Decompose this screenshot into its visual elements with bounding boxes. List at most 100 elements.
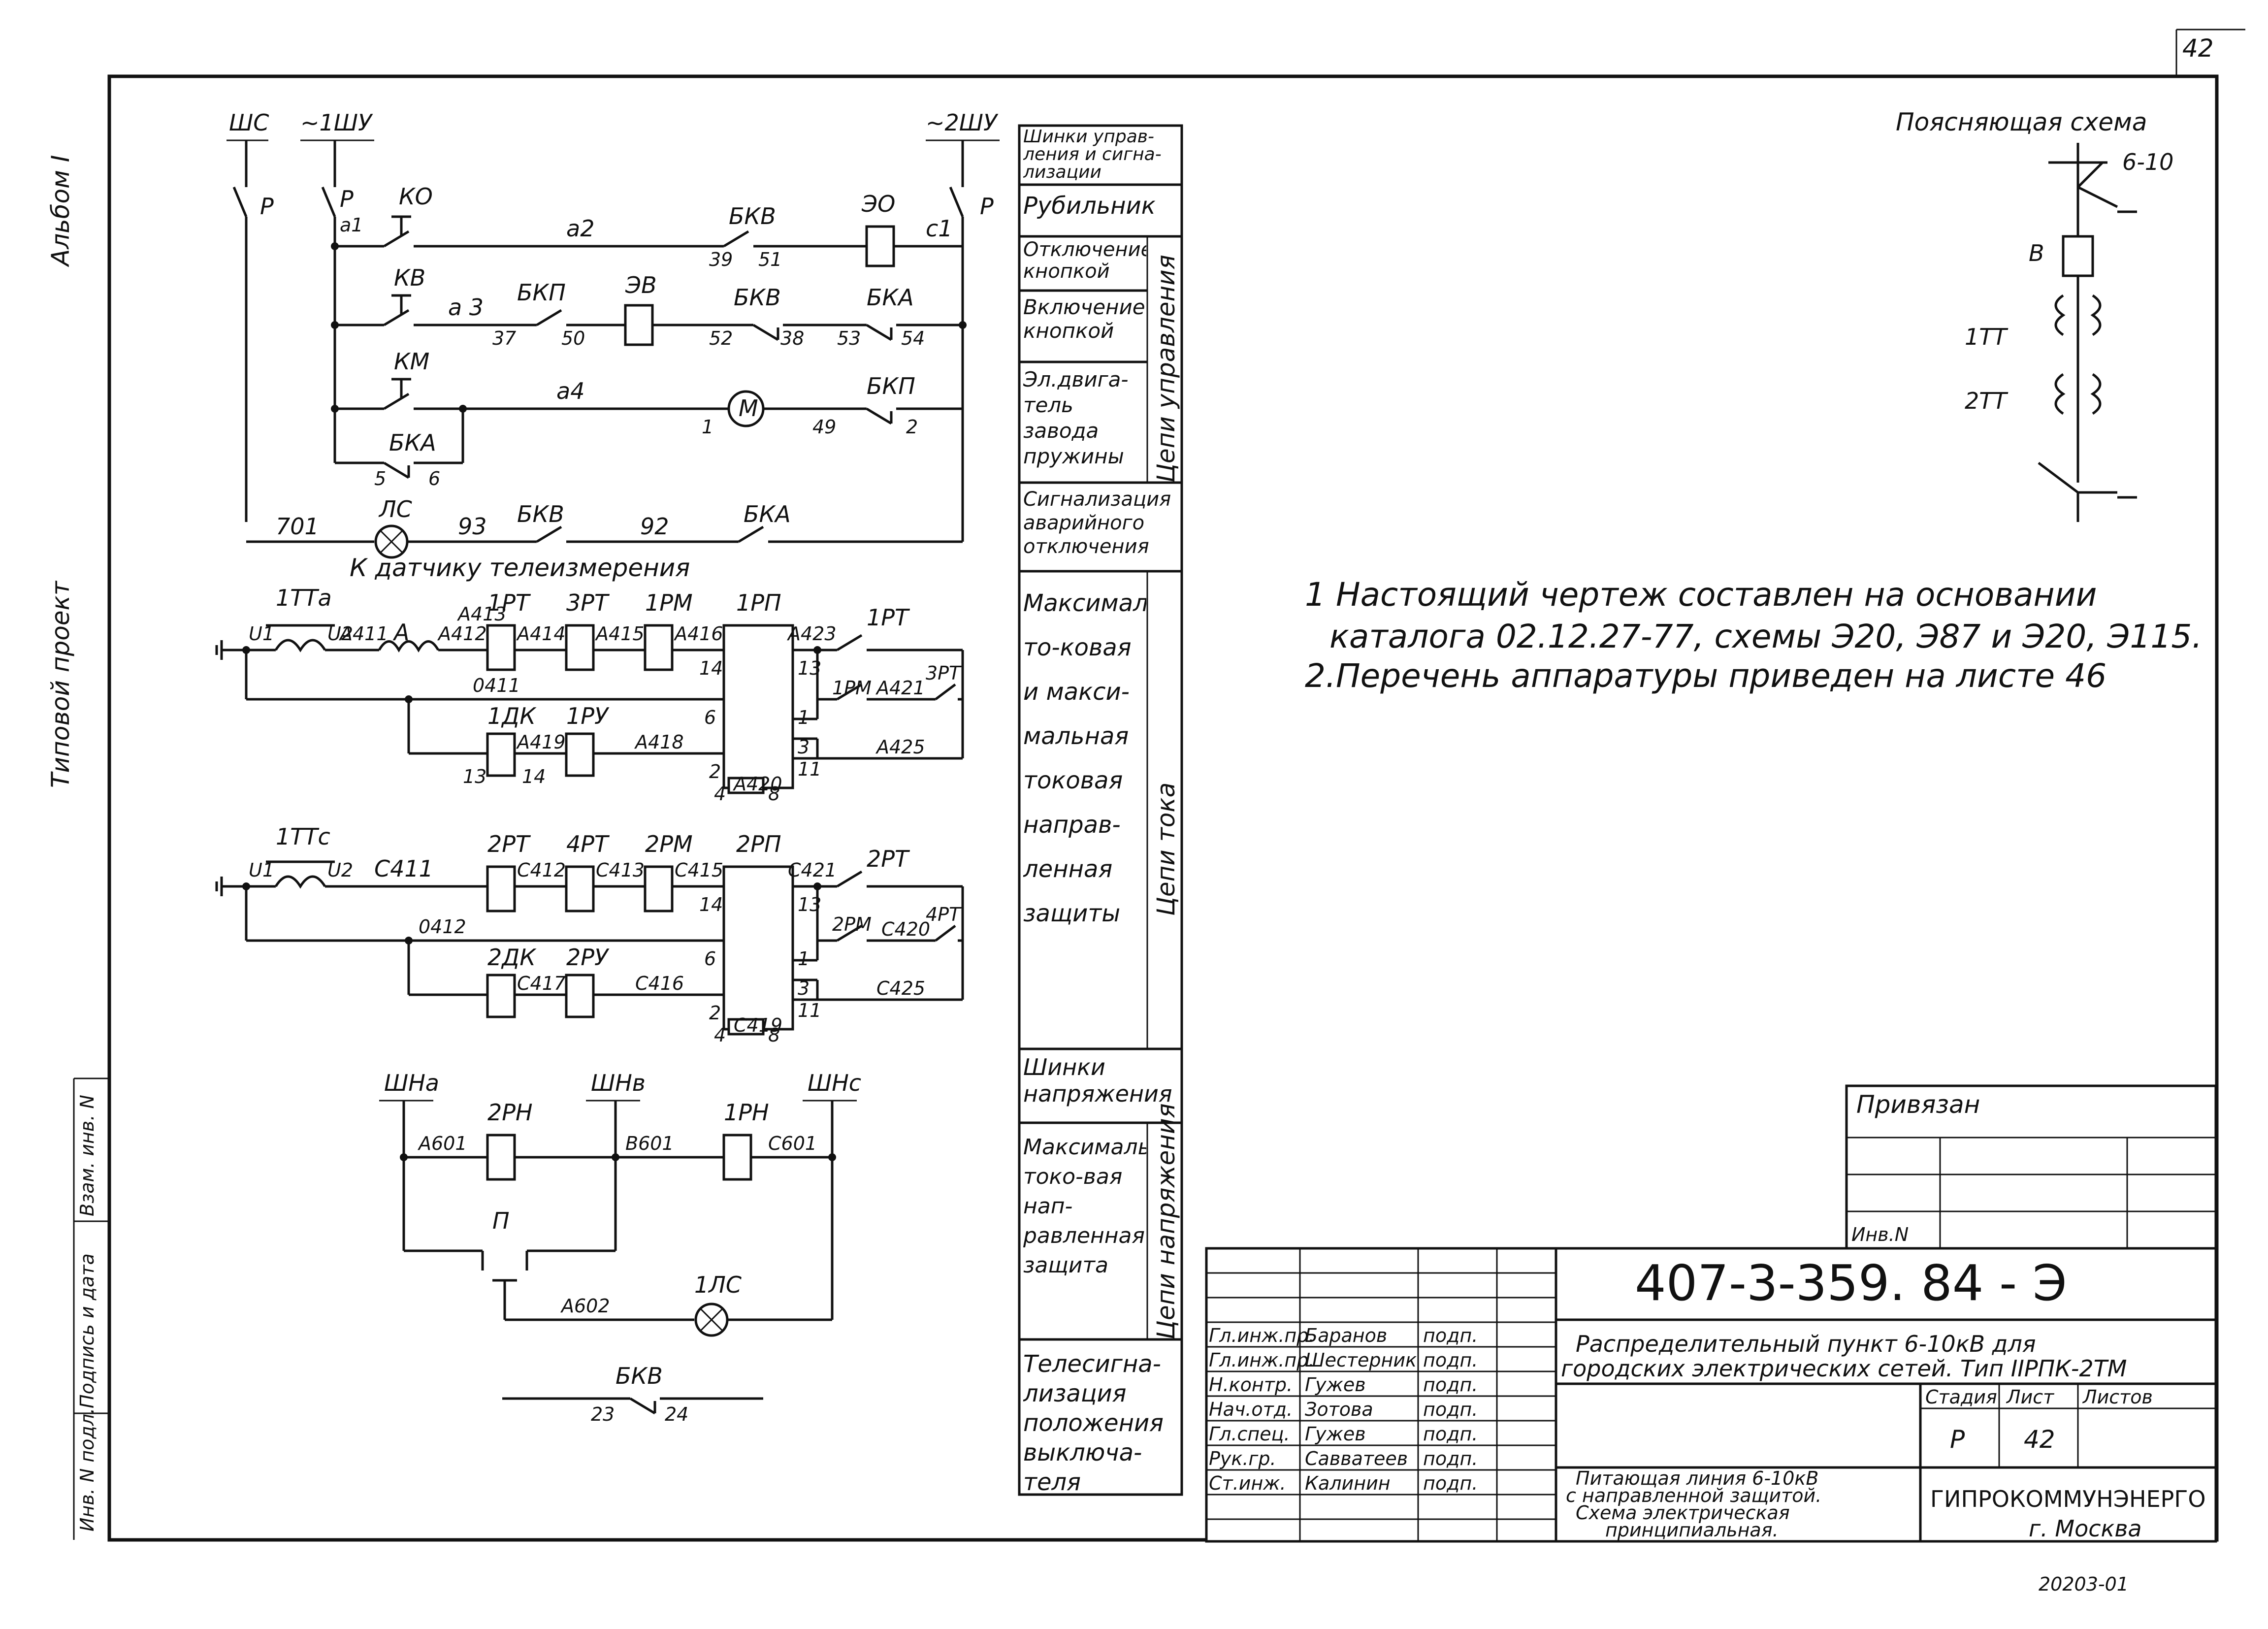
svg-text:П: П bbox=[492, 1207, 510, 1234]
sheet-frame bbox=[107, 74, 2219, 1542]
svg-text:подп.: подп. bbox=[1423, 1423, 1478, 1445]
svg-text:2РМ: 2РМ bbox=[645, 831, 693, 857]
svg-text:1РТ: 1РТ bbox=[487, 589, 531, 616]
svg-text:1: 1 bbox=[702, 416, 713, 438]
svg-text:БКА: БКА bbox=[867, 284, 914, 311]
telemetry-label: К датчику телеизмерения bbox=[350, 554, 690, 582]
svg-text:ЛС: ЛС bbox=[378, 496, 412, 522]
svg-text:1: 1 bbox=[798, 707, 810, 728]
control-rails: Р Р Р bbox=[232, 140, 994, 542]
svg-text:КМ: КМ bbox=[394, 348, 429, 375]
svg-text:г. Москва: г. Москва bbox=[2029, 1515, 2142, 1542]
svg-text:42: 42 bbox=[2024, 1425, 2055, 1454]
svg-text:Гужев: Гужев bbox=[1305, 1423, 1366, 1445]
svg-text:13: 13 bbox=[798, 657, 821, 679]
svg-text:2РУ: 2РУ bbox=[566, 944, 610, 971]
svg-text:6: 6 bbox=[704, 948, 716, 970]
svg-text:Рук.гр.: Рук.гр. bbox=[1209, 1448, 1276, 1469]
explaining-scheme: Поясняющая схема 6-10 В 1ТТ 2ТТ bbox=[1896, 108, 2173, 522]
svg-text:1РП: 1РП bbox=[736, 589, 781, 616]
svg-text:Гл.инж.пр.: Гл.инж.пр. bbox=[1209, 1325, 1314, 1346]
svg-text:1РУ: 1РУ bbox=[566, 703, 610, 729]
svg-text:2РТ: 2РТ bbox=[867, 846, 910, 872]
svg-text:с1: с1 bbox=[926, 215, 953, 242]
svg-text:701: 701 bbox=[276, 513, 319, 540]
svg-text:А421: А421 bbox=[875, 677, 925, 699]
svg-text:А418: А418 bbox=[634, 731, 684, 753]
svg-text:С420: С420 bbox=[881, 918, 930, 940]
svg-text:3РТ: 3РТ bbox=[926, 662, 962, 684]
drawing-code: 407-3-359. 84 - Э bbox=[1635, 1254, 2067, 1312]
svg-text:подп.: подп. bbox=[1423, 1448, 1478, 1469]
svg-text:Р: Р bbox=[260, 193, 274, 220]
svg-text:23: 23 bbox=[591, 1403, 615, 1425]
svg-text:54: 54 bbox=[901, 327, 925, 349]
svg-text:Шестерник: Шестерник bbox=[1305, 1349, 1417, 1371]
svg-text:городских электрических сетей.: городских электрических сетей. Тип IIРПК… bbox=[1561, 1355, 2127, 1382]
svg-text:13: 13 bbox=[463, 766, 486, 787]
svg-text:А: А bbox=[392, 619, 409, 646]
svg-text:Распределительный пункт 6-10кВ: Распределительный пункт 6-10кВ для bbox=[1576, 1331, 2036, 1357]
svg-text:каталога 02.12.27-77, схемы Э2: каталога 02.12.27-77, схемы Э20, Э87 и Э… bbox=[1329, 618, 2202, 655]
svg-text:КО: КО bbox=[399, 183, 433, 210]
svg-text:А419: А419 bbox=[516, 731, 566, 753]
svg-text:51: 51 bbox=[758, 249, 782, 270]
svg-text:Зотова: Зотова bbox=[1305, 1399, 1373, 1420]
svg-text:8: 8 bbox=[768, 783, 780, 805]
svg-text:1ТТс: 1ТТс bbox=[276, 823, 330, 850]
svg-text:93: 93 bbox=[458, 513, 487, 540]
svg-text:39: 39 bbox=[709, 249, 733, 270]
svg-text:1ТТа: 1ТТа bbox=[276, 585, 332, 611]
svg-text:Ст.инж.: Ст.инж. bbox=[1209, 1472, 1286, 1494]
svg-text:Гл.инж.пр.: Гл.инж.пр. bbox=[1209, 1349, 1314, 1371]
bus-shs: ШС bbox=[229, 109, 269, 136]
margin-vzam: Взам. инв. N bbox=[76, 1095, 98, 1216]
svg-text:1РТ: 1РТ bbox=[867, 604, 910, 631]
svg-text:ШНс: ШНс bbox=[808, 1070, 861, 1096]
svg-text:А601: А601 bbox=[417, 1133, 467, 1154]
svg-text:а1: а1 bbox=[340, 214, 363, 236]
svg-text:подп.: подп. bbox=[1423, 1472, 1478, 1494]
svg-text:А602: А602 bbox=[560, 1295, 610, 1317]
svg-text:КВ: КВ bbox=[394, 264, 425, 291]
sheet-number: 42 bbox=[2182, 34, 2214, 63]
svg-text:U2: U2 bbox=[327, 623, 353, 645]
svg-text:С417: С417 bbox=[517, 973, 566, 994]
margin-inv-podl: Инв. N подл. bbox=[76, 1408, 98, 1531]
svg-text:92: 92 bbox=[640, 513, 669, 540]
svg-text:3: 3 bbox=[798, 736, 810, 758]
svg-text:U2: U2 bbox=[327, 859, 353, 881]
svg-text:14: 14 bbox=[699, 894, 723, 915]
svg-text:В: В bbox=[2029, 240, 2044, 266]
svg-text:М: М bbox=[739, 395, 758, 422]
svg-text:С415: С415 bbox=[675, 859, 723, 881]
svg-text:38: 38 bbox=[780, 327, 804, 349]
svg-text:14: 14 bbox=[699, 657, 723, 679]
svg-text:3: 3 bbox=[798, 977, 810, 999]
svg-text:2: 2 bbox=[906, 416, 918, 438]
svg-text:2ДК: 2ДК bbox=[487, 944, 537, 971]
svg-text:Р: Р bbox=[340, 186, 354, 212]
svg-text:Гл.спец.: Гл.спец. bbox=[1209, 1423, 1290, 1445]
svg-text:Баранов: Баранов bbox=[1305, 1325, 1387, 1346]
svg-text:2РТ: 2РТ bbox=[487, 831, 531, 857]
svg-text:Калинин: Калинин bbox=[1305, 1472, 1391, 1494]
svg-text:подп.: подп. bbox=[1423, 1374, 1478, 1396]
svg-text:А414: А414 bbox=[516, 623, 566, 645]
row-emergency-signal: 701 ЛС 93 БКВ 92 БКА К датчику телеизмер… bbox=[246, 496, 963, 582]
svg-text:А411: А411 bbox=[338, 623, 389, 645]
svg-text:U1: U1 bbox=[249, 859, 274, 881]
svg-text:52: 52 bbox=[709, 327, 733, 349]
bus-2shu: ~2ШУ bbox=[926, 109, 999, 136]
svg-text:Привязан: Привязан bbox=[1856, 1090, 1980, 1119]
svg-text:6: 6 bbox=[428, 468, 440, 489]
svg-text:подп.: подп. bbox=[1423, 1325, 1478, 1346]
svg-text:БКВ: БКВ bbox=[517, 501, 564, 527]
svg-text:4: 4 bbox=[714, 783, 726, 805]
svg-text:Цепи напряжения: Цепи напряжения bbox=[1152, 1103, 1180, 1339]
org-name: ГИПРОКОММУНЭНЕРГО bbox=[1930, 1486, 2206, 1512]
svg-text:А420: А420 bbox=[732, 773, 782, 795]
footer-number: 20203-01 bbox=[2039, 1573, 2129, 1595]
svg-text:Р: Р bbox=[980, 193, 994, 220]
